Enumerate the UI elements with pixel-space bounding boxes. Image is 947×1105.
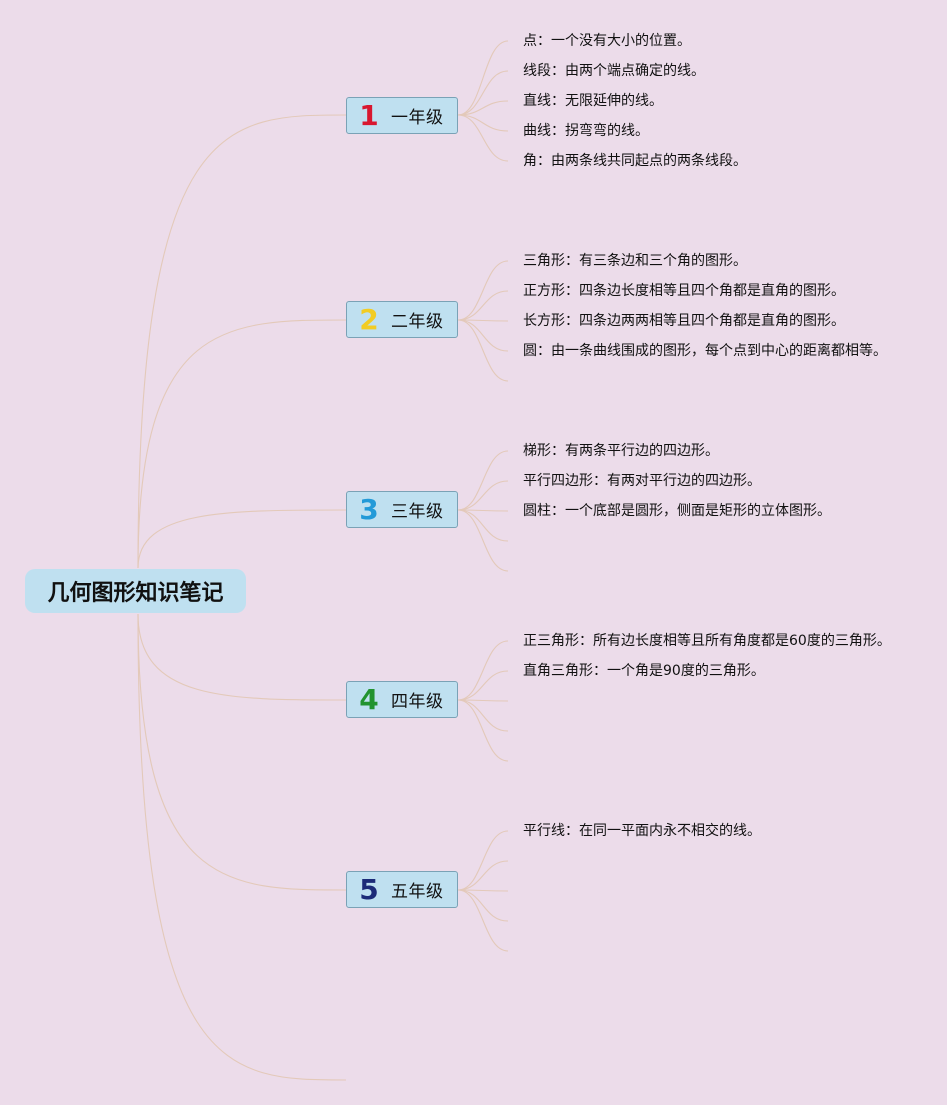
- grade-number-icon: 3: [359, 492, 379, 526]
- grade-number-icon: 4: [359, 682, 379, 716]
- grade-label: 一年级: [391, 108, 444, 128]
- connector-curve: [457, 290, 509, 321]
- topic-item[interactable]: 角：由两条线共同起点的两条线段。: [523, 153, 747, 169]
- connector-curve: [457, 114, 509, 162]
- connector-curve: [457, 100, 509, 116]
- connector-curve: [137, 613, 347, 1081]
- connector-curve: [137, 319, 347, 569]
- connector-curve: [457, 260, 509, 321]
- connector-curve: [457, 480, 509, 511]
- connector-curve: [457, 860, 509, 891]
- root-node[interactable]: 几何图形知识笔记: [25, 569, 246, 613]
- grade-node-4[interactable]: 4 四年级: [346, 681, 458, 718]
- connector-curve: [457, 319, 509, 352]
- topic-item[interactable]: 直角三角形：一个角是90度的三角形。: [523, 663, 765, 679]
- grade-label: 三年级: [391, 502, 444, 522]
- grade-label: 五年级: [391, 882, 444, 902]
- grade-number-icon: 2: [359, 302, 379, 336]
- grade-node-1[interactable]: 1 一年级: [346, 97, 458, 134]
- topic-item[interactable]: 平行四边形：有两对平行边的四边形。: [523, 473, 761, 489]
- grade-number-icon: 1: [359, 98, 379, 132]
- connector-curve: [457, 699, 509, 732]
- topic-item[interactable]: 点：一个没有大小的位置。: [523, 33, 691, 49]
- connector-curve: [457, 889, 509, 952]
- connector-curve: [457, 319, 509, 382]
- topic-item[interactable]: 线段：由两个端点确定的线。: [523, 63, 705, 79]
- grade-number-icon: 5: [359, 872, 379, 906]
- connector-curve: [457, 670, 509, 701]
- connector-curve: [457, 70, 509, 116]
- connector-curve: [457, 509, 509, 542]
- grade-node-2[interactable]: 2 二年级: [346, 301, 458, 338]
- connector-curve: [457, 114, 509, 132]
- connector-curve: [137, 613, 347, 891]
- topic-item[interactable]: 长方形：四条边两两相等且四个角都是直角的图形。: [523, 313, 845, 329]
- topic-item[interactable]: 圆柱：一个底部是圆形，侧面是矩形的立体图形。: [523, 503, 831, 519]
- connector-curve: [457, 509, 509, 572]
- topic-item[interactable]: 平行线：在同一平面内永不相交的线。: [523, 823, 761, 839]
- connector-curve: [457, 889, 509, 922]
- grade-label: 四年级: [391, 692, 444, 712]
- grade-node-3[interactable]: 3 三年级: [346, 491, 458, 528]
- connector-curve: [137, 509, 347, 569]
- topic-item[interactable]: 正三角形：所有边长度相等且所有角度都是60度的三角形。: [523, 633, 891, 649]
- connector-curve: [137, 114, 347, 569]
- connector-curve: [457, 640, 509, 701]
- topic-item[interactable]: 曲线：拐弯弯的线。: [523, 123, 649, 139]
- grade-node-5[interactable]: 5 五年级: [346, 871, 458, 908]
- root-title: 几何图形知识笔记: [47, 581, 224, 606]
- topic-item[interactable]: 梯形：有两条平行边的四边形。: [523, 443, 719, 459]
- connector-curve: [457, 40, 509, 116]
- connector-curve: [457, 450, 509, 511]
- connector-curve: [457, 699, 509, 762]
- topic-item[interactable]: 三角形：有三条边和三个角的图形。: [523, 253, 747, 269]
- topic-item[interactable]: 直线：无限延伸的线。: [523, 93, 663, 109]
- topic-item[interactable]: 正方形：四条边长度相等且四个角都是直角的图形。: [523, 283, 845, 299]
- topic-item[interactable]: 圆：由一条曲线围成的图形，每个点到中心的距离都相等。: [523, 343, 887, 359]
- connector-curve: [457, 830, 509, 891]
- grade-label: 二年级: [391, 312, 444, 332]
- connector-curve: [137, 613, 347, 701]
